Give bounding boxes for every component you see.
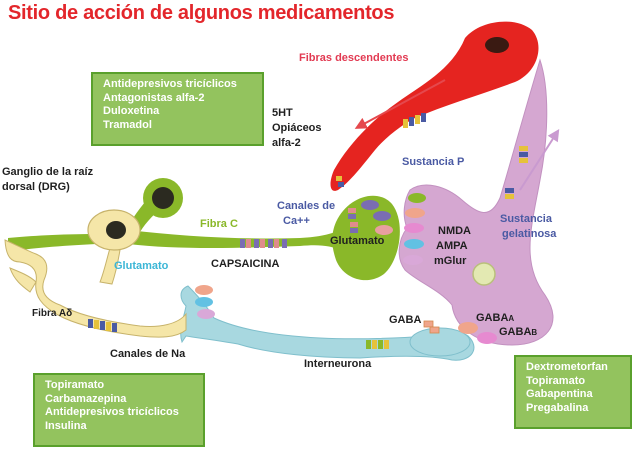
label-mglur: mGlur	[434, 255, 467, 267]
drug-item: Dextrometorfan	[526, 361, 608, 373]
label-alfa-2: alfa-2	[272, 137, 301, 149]
drg-soma-stem	[99, 247, 121, 285]
label-ganglio-line2: dorsal (DRG)	[2, 181, 70, 193]
c-fiber-soma-nucleus	[152, 187, 174, 209]
drug-item: Topiramato	[45, 379, 105, 391]
a-delta-terminal-vesicles	[195, 285, 215, 319]
page-title: Sitio de acción de algunos medicamentos	[8, 2, 395, 24]
interneuron-channels	[366, 340, 389, 349]
drug-item: Insulina	[45, 419, 87, 432]
label-interneurona: Interneurona	[304, 358, 372, 370]
label-gaba-a: GABAA	[476, 312, 515, 324]
descending-fiber-channels	[336, 113, 426, 187]
c-fiber-axon	[128, 220, 342, 250]
drug-item: Antidepresivos tricíclicos	[103, 78, 237, 90]
label-nmda: NMDA	[438, 225, 471, 237]
glutamate-release-sites	[361, 200, 393, 235]
drg-soma-nucleus	[106, 221, 126, 239]
label-canales-na: Canales de Na	[110, 348, 186, 360]
label-fibra-a-delta: Fibra Aδ	[32, 308, 73, 319]
label-gaba: GABA	[389, 314, 422, 326]
label-sustancia-gelatinosa-line2: gelatinosa	[502, 228, 557, 240]
drug-box-bottom-right: Dextrometorfan Topiramato Gabapentina Pr…	[514, 355, 632, 429]
label-fibra-c: Fibra C	[200, 218, 238, 230]
label-canales-ca-line2: Ca++	[283, 215, 310, 227]
label-canales-ca-line1: Canales de	[277, 200, 336, 212]
interneuron	[180, 285, 475, 361]
descending-arrow	[354, 79, 446, 129]
gaba-receptors	[423, 320, 497, 344]
drug-item: Carbamazepina	[45, 392, 127, 405]
drug-item: Topiramato	[526, 374, 586, 387]
capsaicin-channels	[240, 239, 287, 248]
drug-item: Antagonistas alfa-2	[103, 91, 205, 104]
nmda-ampa-mglur-receptors	[403, 193, 426, 265]
calcium-channels	[348, 208, 358, 233]
drg-neuron	[4, 239, 187, 338]
label-glutamato-right: Glutamato	[330, 235, 385, 247]
label-sustancia-p: Sustancia P	[402, 156, 465, 168]
drug-item: Gabapentina	[526, 388, 593, 400]
dorsal-horn-neuron	[398, 58, 554, 346]
drug-box-top-left: Antidepresivos tricíclicos Antagonistas …	[91, 72, 264, 146]
label-capsaicina: CAPSAICINA	[211, 258, 280, 270]
ascending-fiber-channels	[505, 146, 528, 199]
label-ganglio-line1: Ganglio de la raíz	[2, 166, 94, 178]
drug-item: Tramadol	[103, 118, 152, 131]
drug-box-bottom-left: Topiramato Carbamazepina Antidepresivos …	[33, 373, 205, 447]
c-fiber-peripheral-axon	[8, 234, 96, 252]
interneuron-bulb	[409, 327, 471, 357]
ascending-arrow	[519, 128, 560, 191]
label-fibras-descendentes: Fibras descendentes	[299, 52, 409, 64]
sodium-channels	[88, 319, 117, 332]
label-sustancia-gelatinosa-line1: Sustancia	[500, 213, 552, 225]
drug-item: Duloxetina	[103, 105, 160, 117]
drug-item: Antidepresivos tricíclicos	[45, 406, 179, 418]
label-5ht: 5HT	[272, 107, 293, 119]
label-glutamato-left: Glutamato	[114, 260, 169, 272]
drug-item: Pregabalina	[526, 401, 589, 414]
gelatinosa-bulb	[472, 262, 496, 286]
label-ampa: AMPA	[436, 240, 468, 252]
label-opiaceos: Opiáceos	[272, 122, 322, 134]
descending-fiber-nucleus	[485, 37, 509, 53]
label-gaba-b: GABAB	[499, 326, 538, 338]
descending-fiber	[330, 21, 539, 191]
